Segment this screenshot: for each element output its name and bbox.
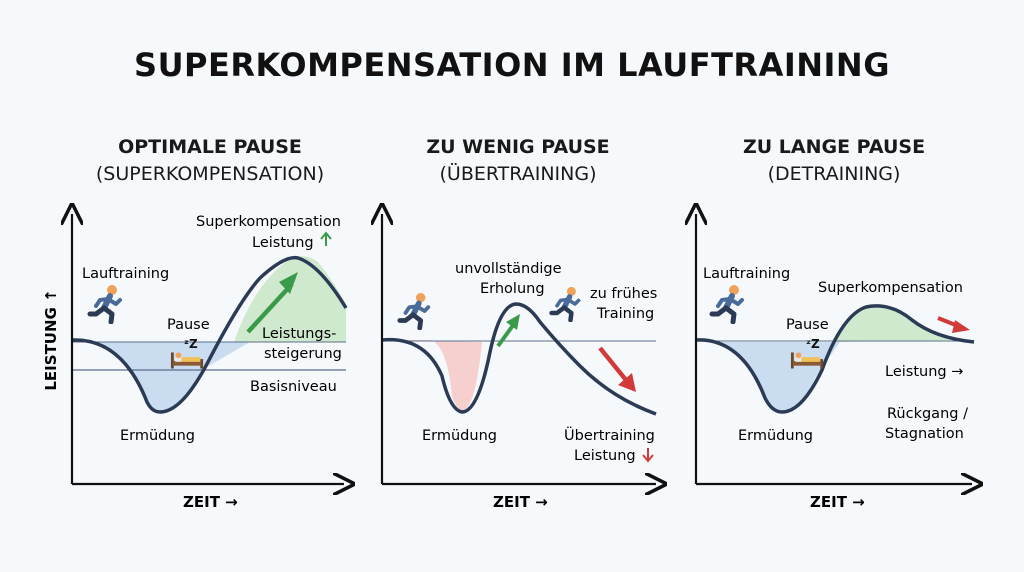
label-decline-line2: Stagnation: [885, 426, 964, 442]
label-lauftraining: Lauftraining: [82, 266, 169, 282]
runner-icon: [400, 293, 429, 328]
label-early-line2: Training: [596, 306, 654, 322]
arrow-up-icon: [506, 314, 520, 330]
panel-2-title: ZU WENIG PAUSE: [426, 136, 610, 158]
performance-curve: [71, 255, 348, 414]
performance-curve: [695, 304, 975, 414]
panel-1-heading: OPTIMALE PAUSE (SUPERKOMPENSATION): [60, 134, 360, 188]
label-leistung: Leistung →: [885, 364, 963, 380]
label-early-line1: zu frühes: [590, 286, 657, 302]
label-pause: Pause: [786, 317, 829, 333]
label-decline-line1: Rückgang /: [887, 406, 968, 422]
label-recovery-line1: unvollständige: [455, 261, 562, 277]
sleep-zz-icon: ᶻZ: [184, 337, 198, 351]
label-lauftraining: Lauftraining: [703, 266, 790, 282]
arrow-down-icon: [618, 373, 636, 392]
panel-2-subtitle: (ÜBERTRAINING): [439, 163, 597, 185]
panel-3-heading: ZU LANGE PAUSE (DETRAINING): [684, 134, 984, 188]
arrow-up-icon: [279, 272, 298, 294]
runner-icon: [552, 287, 579, 320]
y-axis-label: LEISTUNG ↑: [42, 289, 60, 390]
sleep-zz-icon: ᶻZ: [806, 337, 820, 351]
supercompensation-area: [234, 256, 346, 342]
recovery-arrow-shaft: [496, 322, 516, 348]
x-axis-label: ZEIT →: [810, 493, 865, 511]
arrow-down-icon: [642, 448, 654, 463]
label-basisniveau: Basisniveau: [250, 379, 337, 395]
panel-2-heading: ZU WENIG PAUSE (ÜBERTRAINING): [368, 134, 668, 188]
decline-arrow-shaft: [598, 346, 628, 382]
page-title: SUPERKOMPENSATION IM LAUFTRAINING: [134, 46, 890, 84]
label-ermuedung: Ermüdung: [738, 428, 813, 444]
label-superkompensation: Superkompensation: [196, 214, 341, 230]
x-axis-label: ZEIT →: [183, 493, 238, 511]
label-recovery-line2: Erholung: [480, 281, 545, 297]
label-leistung: Leistung: [574, 448, 636, 464]
label-ermuedung: Ermüdung: [422, 428, 497, 444]
performance-curve: [381, 302, 657, 416]
panel-1-subtitle: (SUPERKOMPENSATION): [95, 163, 325, 185]
label-superkompensation: Superkompensation: [818, 280, 963, 296]
label-pause: Pause: [167, 317, 210, 333]
fatigue-area: [72, 339, 250, 412]
panel-3-chart: ᶻZ Lauftraining Pause Superkompensation …: [696, 214, 974, 511]
overtraining-area: [382, 340, 482, 411]
label-leistung: Leistung: [252, 235, 314, 251]
runner-icon: [90, 285, 120, 322]
runner-icon: [712, 285, 742, 322]
x-axis-label: ZEIT →: [493, 493, 548, 511]
panel-3-subtitle: (DETRAINING): [767, 163, 901, 185]
label-ermuedung: Ermüdung: [120, 428, 195, 444]
arrow-down-icon: [952, 320, 970, 333]
supercompensation-area: [836, 306, 960, 342]
label-gain-line1: Leistungs-: [262, 326, 336, 342]
label-gain-line2: steigerung: [264, 346, 342, 362]
panel-3-title: ZU LANGE PAUSE: [742, 136, 926, 158]
panel-1-title: OPTIMALE PAUSE: [118, 136, 302, 158]
panel-2-chart: unvollständige Erholung zu frühes Traini…: [382, 214, 657, 511]
panel-1-chart: ᶻZ Lauftraining Pause Ermüdung Superkomp…: [42, 214, 346, 511]
gain-arrow-shaft: [246, 282, 294, 334]
label-uebertraining: Übertraining: [564, 426, 655, 444]
arrow-up-icon: [320, 231, 332, 246]
